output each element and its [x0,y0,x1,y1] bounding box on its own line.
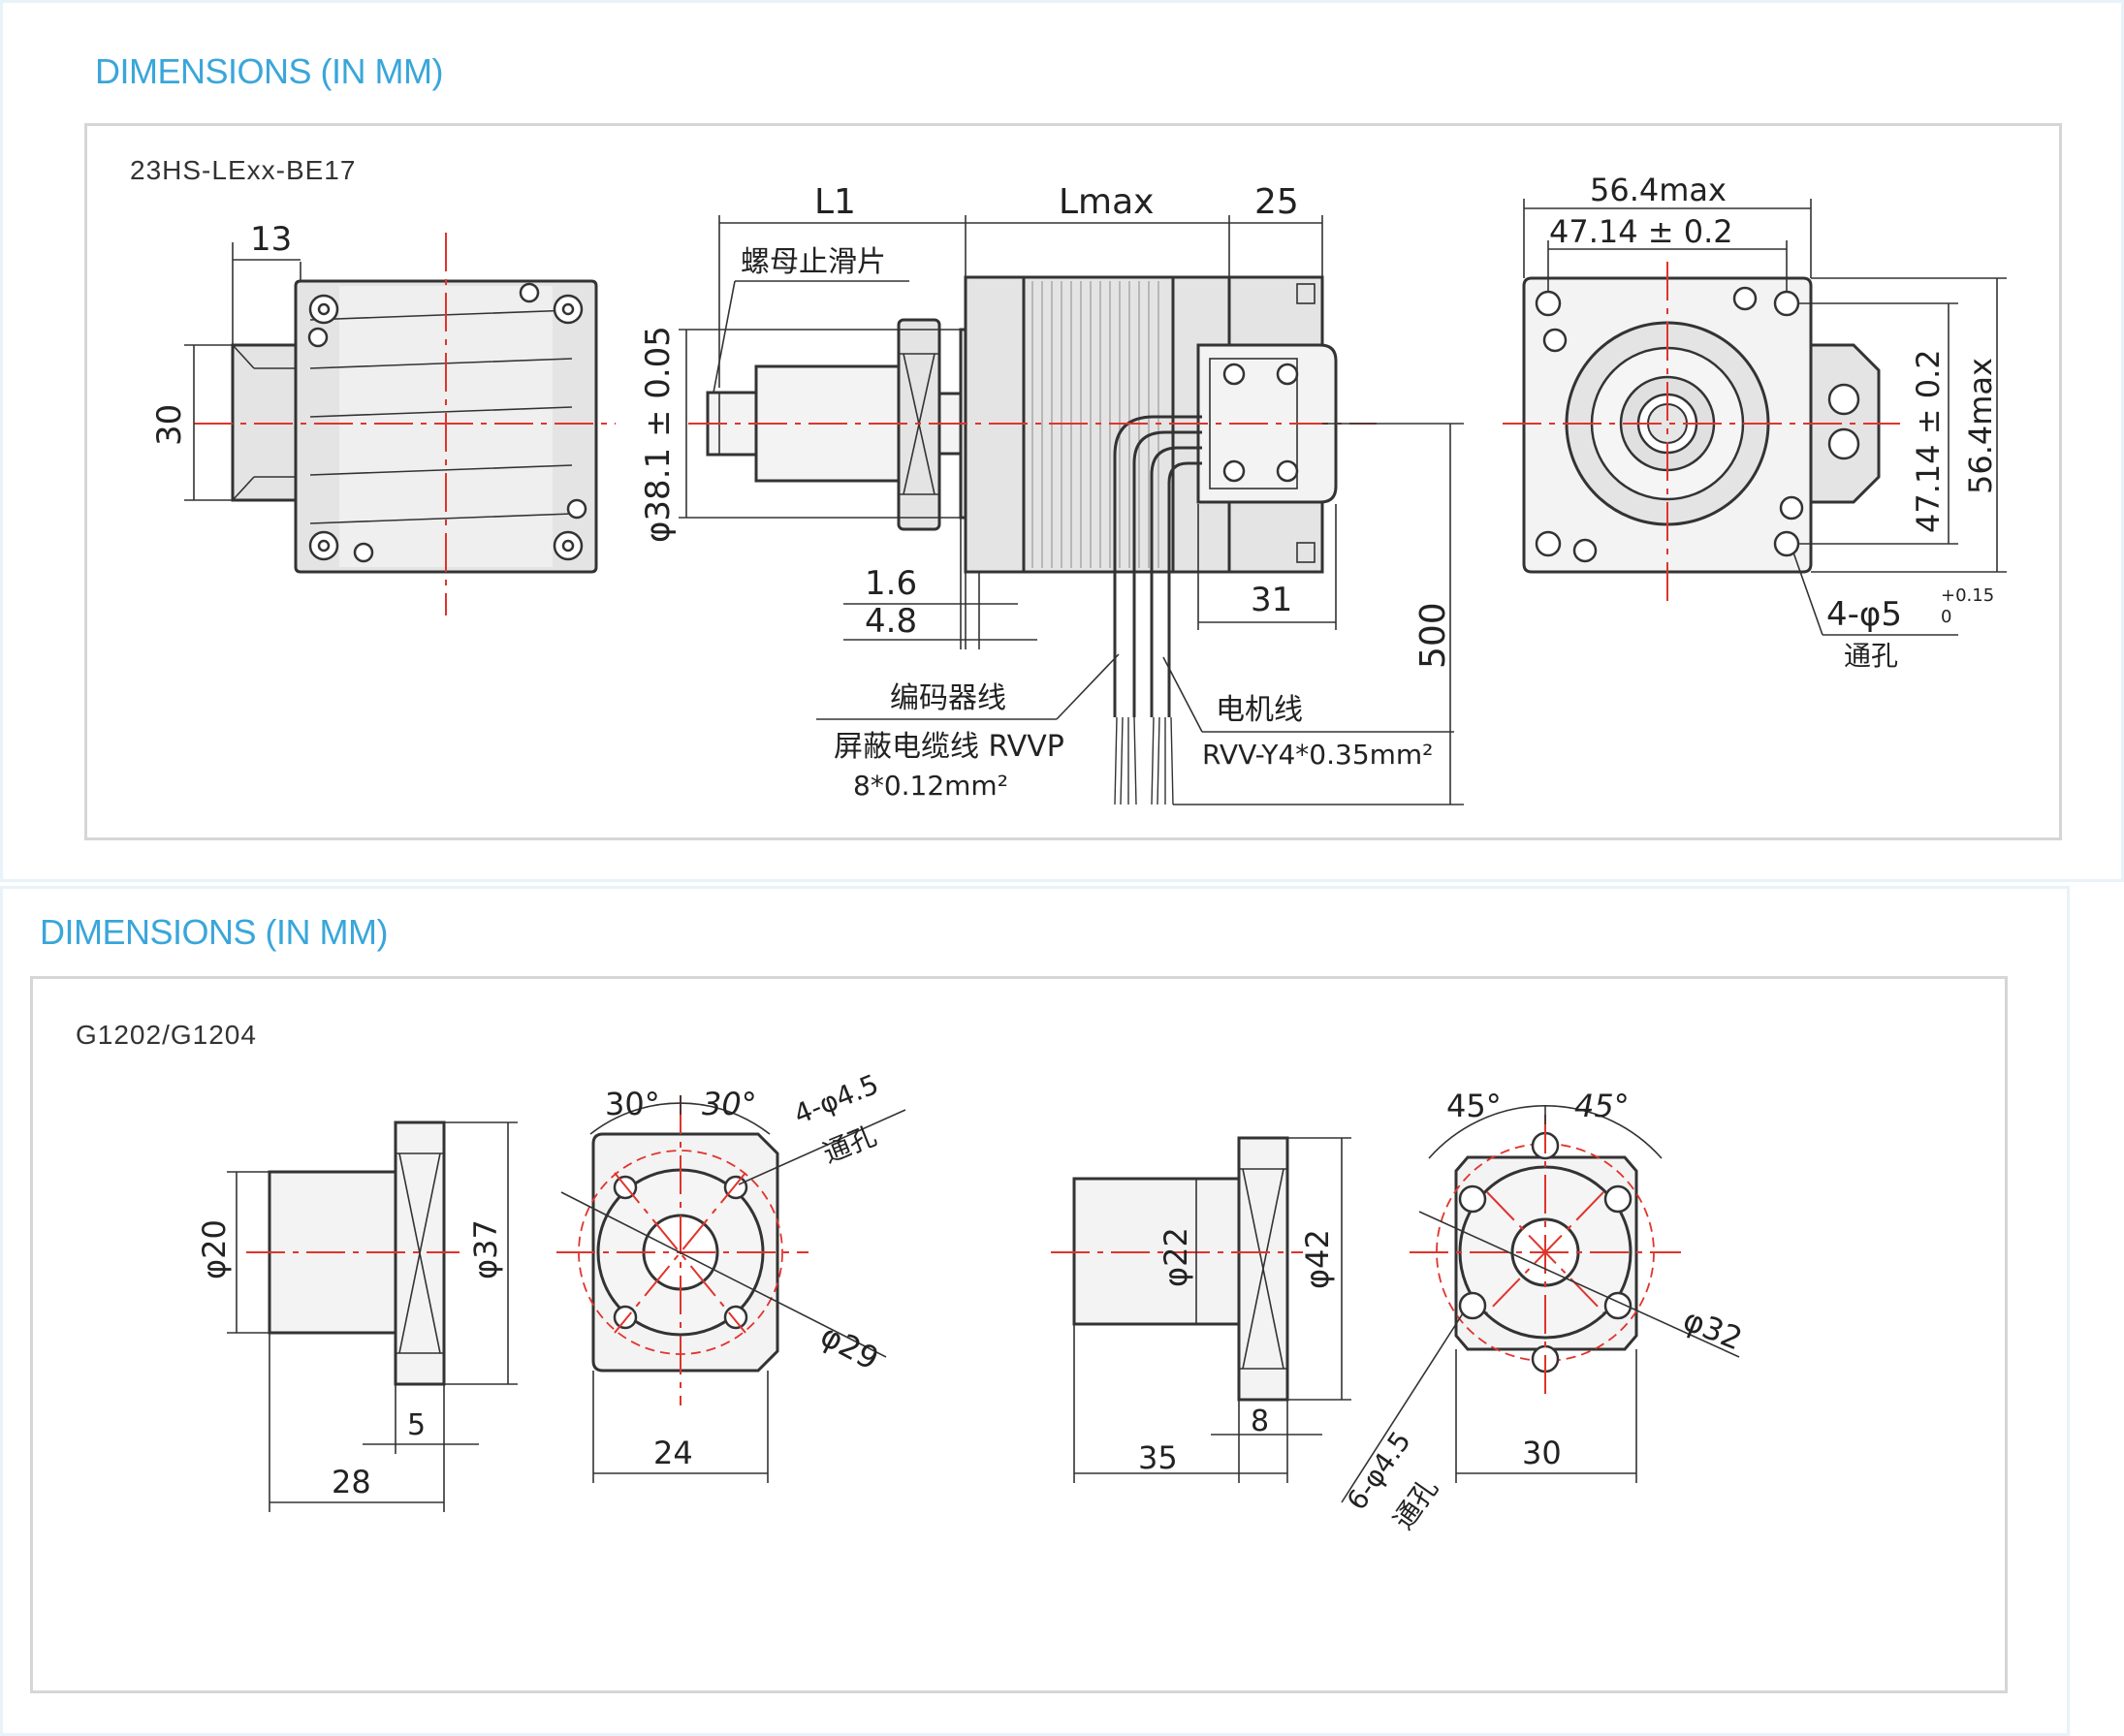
dim-phi20: φ20 [196,1219,233,1279]
section-nut-dimensions: DIMENSIONS (IN MM) G1202/G1204 φ20 [0,886,2070,1736]
g1204-front-view: 45° 45° φ32 6-φ4.5 通孔 30 [1341,1088,1748,1535]
label-through-hole: 通孔 [1844,640,1898,672]
label-motor-spec: RVV-Y4*0.35mm² [1202,739,1433,771]
drawing-panel-nut: G1202/G1204 φ20 φ37 [30,976,2008,1693]
dim-phi42: φ42 [1299,1229,1336,1289]
dim-24: 24 [653,1435,693,1471]
dim-phi22: φ22 [1157,1227,1194,1287]
label-nut-stop: 螺母止滑片 [741,245,886,279]
dim-500: 500 [1413,602,1453,669]
dim-13: 13 [250,220,292,259]
dim-8: 8 [1251,1405,1269,1438]
motor-technical-drawing: 13 30 [150,172,2007,805]
model-number: 23HS-LExx-BE17 [130,155,357,185]
label-holes-tol-low: 0 [1941,607,1951,627]
dim-25: 25 [1254,182,1299,222]
g1202-side-view: φ20 φ37 5 28 [196,1121,518,1512]
dim-30: 30 [150,404,189,446]
drawing-panel-motor: 23HS-LExx-BE17 [84,123,2062,840]
section-title: DIMENSIONS (IN MM) [40,912,388,952]
motor-front-view: 56.4max 47.14 ± 0.2 47.14 ± 0.2 56.4max … [1503,172,2007,672]
label-holes-tol-up: +0.15 [1941,585,1994,606]
dim-35: 35 [1138,1439,1178,1476]
encoder-cable [1113,415,1202,717]
section-motor-dimensions: DIMENSIONS (IN MM) 23HS-LExx-BE17 [0,0,2124,882]
dim-5: 5 [407,1408,426,1442]
section-title: DIMENSIONS (IN MM) [95,51,443,91]
model-number: G1202/G1204 [76,1020,257,1050]
label-encoder-wire: 编码器线 [890,681,1006,715]
dim-phi32: φ32 [1678,1301,1748,1357]
dim-phi37: φ37 [467,1219,504,1279]
g1202-front-view: 30° 30° 4-φ4.5 通孔 φ29 24 [556,1068,906,1483]
dim-56-4max-side: 56.4max [1962,358,1999,494]
dim-56-4max-top: 56.4max [1590,172,1727,208]
dim-angle-30a: 30° [605,1086,660,1122]
dim-30: 30 [1522,1435,1562,1471]
dim-4-8: 4.8 [865,602,917,641]
dim-47-14-top: 47.14 ± 0.2 [1549,213,1733,250]
dim-L1: L1 [814,182,856,222]
label-shield-spec: 8*0.12mm² [853,770,1008,802]
dim-phi38: φ38.1 ± 0.05 [639,326,678,543]
label-shield-cable: 屏蔽电缆线 RVVP [834,730,1064,764]
motor-side-view: L1 Lmax 25 φ38.1 ± 0.05 螺母止滑片 1.6 [639,182,1464,805]
dim-angle-45a: 45° [1446,1088,1502,1124]
motor-back-view: 13 30 [150,220,616,615]
dim-1-6: 1.6 [865,564,917,603]
motor-cable [1150,446,1202,717]
label-holes: 4-φ5 [1826,595,1902,634]
dim-angle-30b: 30° [702,1086,757,1122]
label-through-6: 通孔 [1387,1472,1444,1535]
dim-angle-45b: 45° [1574,1088,1630,1124]
side-connector [1809,343,1881,504]
dim-47-14-side: 47.14 ± 0.2 [1910,349,1947,533]
nut-technical-drawing: φ20 φ37 5 28 [196,1068,1748,1535]
dim-31: 31 [1251,581,1292,619]
label-through-4: 通孔 [818,1120,880,1170]
dim-Lmax: Lmax [1059,182,1155,222]
g1204-side-view: φ22 φ42 8 35 [1051,1136,1351,1483]
label-motor-wire: 电机线 [1216,693,1303,727]
dim-28: 28 [332,1464,371,1500]
